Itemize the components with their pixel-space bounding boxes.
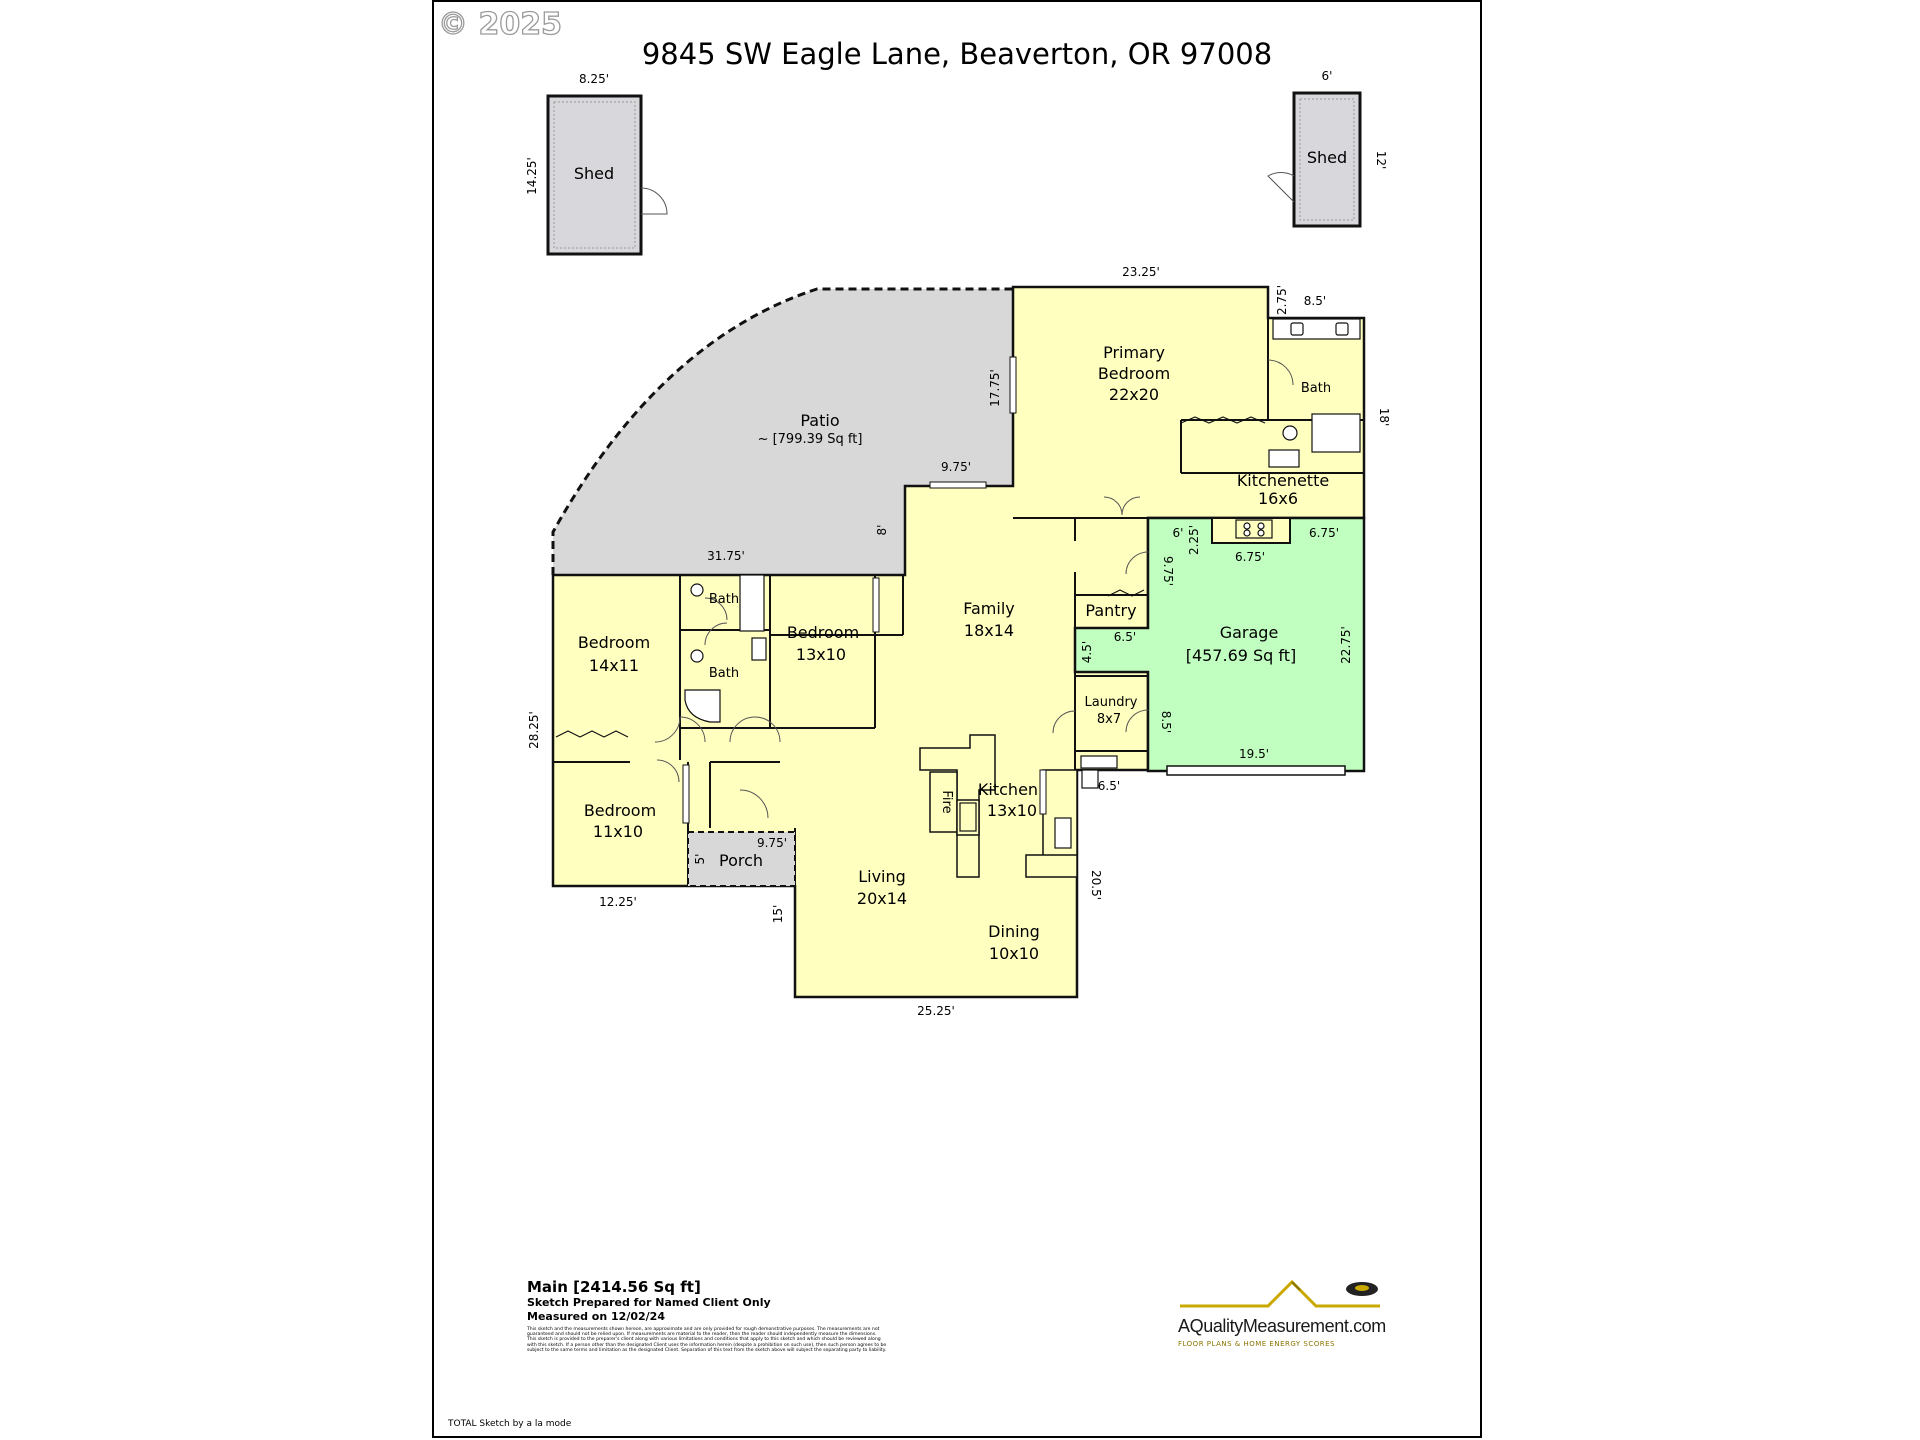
- svg-text:8.5': 8.5': [1304, 294, 1326, 308]
- svg-text:6.5': 6.5': [1098, 779, 1120, 793]
- main-area: Main [2414.56 Sq ft]: [527, 1278, 701, 1296]
- svg-text:25.25': 25.25': [917, 1004, 955, 1018]
- svg-text:16x6: 16x6: [1258, 489, 1298, 508]
- svg-text:4.5': 4.5': [1080, 641, 1094, 663]
- room-labels: Primary Bedroom 22x20 Bath Kitchenette 1…: [578, 343, 1331, 963]
- svg-text:12.25': 12.25': [599, 895, 637, 909]
- svg-text:9.75': 9.75': [941, 460, 971, 474]
- svg-text:6.75': 6.75': [1309, 526, 1339, 540]
- logo-name: AQualityMeasurement.com: [1178, 1316, 1386, 1336]
- shed-right: Shed 6' 12': [1267, 69, 1388, 228]
- svg-text:Shed: Shed: [574, 164, 614, 183]
- svg-text:20x14: 20x14: [857, 889, 907, 908]
- shed-left: Shed 8.25' 14.25': [525, 72, 668, 256]
- svg-text:9.75': 9.75': [1161, 556, 1175, 586]
- dimension-labels: 23.25' 2.75' 8.5' 18' 9.75' 8.5' 28.25' …: [527, 265, 1391, 1018]
- svg-text:6.5': 6.5': [1114, 630, 1136, 644]
- copyright: © 2025: [438, 7, 562, 42]
- svg-text:Porch: Porch: [719, 851, 763, 870]
- windows: [682, 356, 1047, 824]
- svg-text:Bath: Bath: [1301, 381, 1331, 396]
- svg-text:Bedroom: Bedroom: [578, 633, 650, 652]
- doors: [654, 359, 1294, 819]
- svg-text:13x10: 13x10: [796, 645, 846, 664]
- svg-text:Bath: Bath: [709, 592, 739, 607]
- svg-text:23.25': 23.25': [1122, 265, 1160, 279]
- svg-text:17.75': 17.75': [988, 369, 1002, 407]
- svg-text:Garage: Garage: [1220, 623, 1279, 642]
- logo-tagline: FLOOR PLANS & HOME ENERGY SCORES: [1178, 1340, 1335, 1348]
- svg-text:28.25': 28.25': [527, 711, 541, 749]
- sketch-credit: TOTAL Sketch by a la mode: [448, 1419, 572, 1429]
- svg-text:Dining: Dining: [988, 922, 1040, 941]
- living-area: [551, 285, 1366, 999]
- svg-text:12': 12': [1374, 151, 1388, 170]
- svg-text:Family: Family: [963, 599, 1014, 618]
- disclaimer: This sketch and the measurements shown h…: [527, 1327, 887, 1353]
- garage: Garage [457.69 Sq ft] 6' 2.25' 6.75' 6.7…: [1073, 516, 1366, 793]
- svg-text:Bedroom: Bedroom: [787, 623, 859, 642]
- prepared-note: Sketch Prepared for Named Client Only: [527, 1296, 771, 1309]
- plan-title: 9845 SW Eagle Lane, Beaverton, OR 97008: [642, 37, 1272, 71]
- svg-text:18x14: 18x14: [964, 621, 1014, 640]
- svg-text:15': 15': [771, 905, 785, 924]
- footer-info: Main [2414.56 Sq ft] Sketch Prepared for…: [527, 1278, 907, 1353]
- svg-text:Laundry: Laundry: [1085, 695, 1138, 710]
- svg-text:Kitchen: Kitchen: [978, 780, 1038, 799]
- svg-text:22.75': 22.75': [1339, 626, 1353, 664]
- company-logo: AQualityMeasurement.com FLOOR PLANS & HO…: [1178, 1280, 1388, 1356]
- svg-text:10x10: 10x10: [989, 944, 1039, 963]
- svg-text:2.75': 2.75': [1275, 285, 1289, 315]
- svg-text:18': 18': [1377, 408, 1391, 427]
- svg-text:8': 8': [875, 525, 889, 536]
- svg-text:Fire: Fire: [939, 790, 954, 813]
- svg-text:6': 6': [1173, 526, 1184, 540]
- svg-text:9.75': 9.75': [757, 836, 787, 850]
- svg-text:Shed: Shed: [1307, 148, 1347, 167]
- svg-text:[457.69 Sq ft]: [457.69 Sq ft]: [1186, 646, 1297, 665]
- svg-text:11x10: 11x10: [593, 822, 643, 841]
- svg-text:19.5': 19.5': [1239, 747, 1269, 761]
- svg-text:8.5': 8.5': [1159, 711, 1173, 733]
- svg-text:6': 6': [1322, 69, 1333, 83]
- svg-text:8x7: 8x7: [1097, 712, 1121, 727]
- svg-text:Living: Living: [858, 867, 906, 886]
- svg-text:5': 5': [693, 854, 707, 865]
- svg-text:22x20: 22x20: [1109, 385, 1159, 404]
- svg-text:Bedroom: Bedroom: [1098, 364, 1170, 383]
- svg-text:31.75': 31.75': [707, 549, 745, 563]
- patio: Patio ~ [799.39 Sq ft] 17.75' 9.75' 31.7…: [551, 287, 1013, 575]
- svg-text:8.25': 8.25': [579, 72, 609, 86]
- svg-text:Pantry: Pantry: [1085, 601, 1136, 620]
- svg-text:Patio: Patio: [800, 411, 839, 430]
- fixtures: [684, 318, 1361, 849]
- svg-text:2.25': 2.25': [1187, 525, 1201, 555]
- svg-text:6.75': 6.75': [1235, 550, 1265, 564]
- closets: [555, 416, 1266, 738]
- svg-text:14x11: 14x11: [589, 656, 639, 675]
- svg-text:~ [799.39 Sq ft]: ~ [799.39 Sq ft]: [758, 432, 863, 447]
- svg-text:Kitchenette: Kitchenette: [1237, 471, 1329, 490]
- svg-text:Bath: Bath: [709, 666, 739, 681]
- porch: Porch 9.75' 5': [687, 831, 796, 887]
- logo-house-icon: [1180, 1279, 1380, 1308]
- svg-text:13x10: 13x10: [987, 801, 1037, 820]
- svg-text:Primary: Primary: [1103, 343, 1165, 362]
- interior-walls: [552, 318, 1364, 887]
- measured-date: Measured on 12/02/24: [527, 1310, 665, 1323]
- svg-text:20.5': 20.5': [1089, 870, 1103, 900]
- svg-text:14.25': 14.25': [525, 157, 539, 195]
- svg-text:Bedroom: Bedroom: [584, 801, 656, 820]
